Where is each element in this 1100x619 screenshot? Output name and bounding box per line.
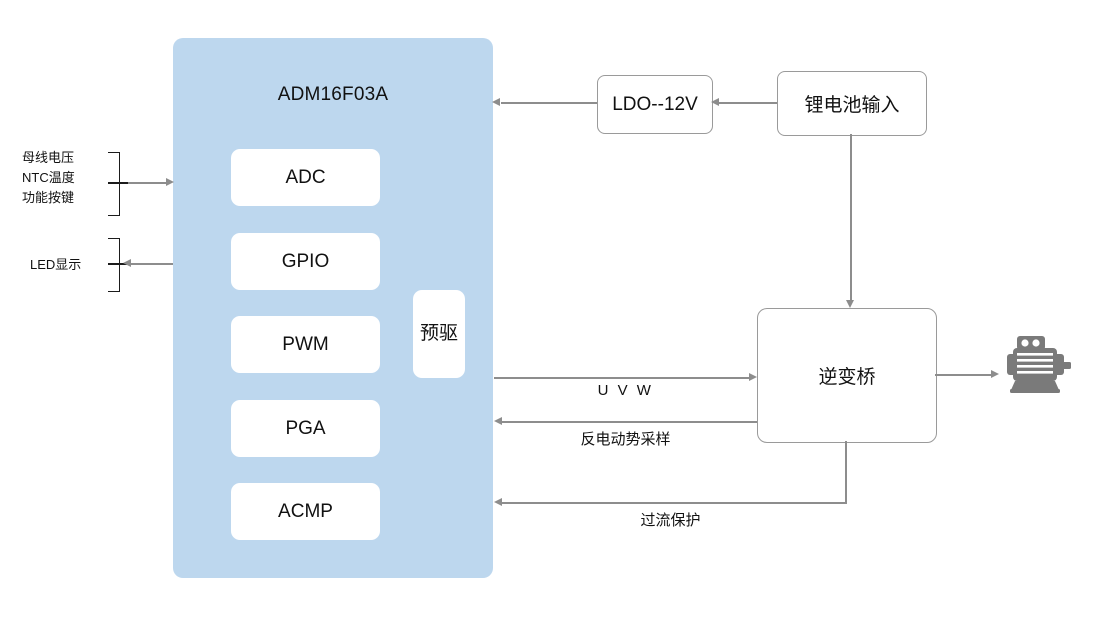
peripheral-block-pwm[interactable]: PWM <box>231 316 380 373</box>
inverter-bridge-block[interactable]: 逆变桥 <box>757 308 937 443</box>
edge-label-uvw: U V W <box>597 382 654 399</box>
edge-ldo-to-mcu-arrowhead <box>492 98 500 106</box>
edge-uvw <box>494 377 749 379</box>
io-input-line <box>128 182 166 184</box>
peripheral-block-adc[interactable]: ADC <box>231 149 380 206</box>
motor-icon <box>1007 336 1071 393</box>
edge-battery-to-bridge <box>850 134 852 300</box>
edge-ocp-horizontal <box>502 502 847 504</box>
io-output-arrowhead <box>123 259 131 267</box>
io-output-stub <box>108 263 130 265</box>
edge-ocp-arrowhead <box>494 498 502 506</box>
edge-battery-to-bridge-arrowhead <box>846 300 854 308</box>
peripheral-block-gpio[interactable]: GPIO <box>231 233 380 290</box>
ldo-block[interactable]: LDO--12V <box>597 75 713 134</box>
edge-battery-to-ldo <box>719 102 777 104</box>
edge-bridge-to-motor <box>935 374 991 376</box>
io-input-bracket <box>108 152 120 216</box>
edge-label-ocp: 过流保护 <box>640 512 701 529</box>
battery-input-block[interactable]: 锂电池输入 <box>777 71 927 136</box>
edge-bemf <box>502 421 757 423</box>
edge-bemf-arrowhead <box>494 417 502 425</box>
io-input-label: 母线电压 NTC温度 功能按键 <box>22 150 75 206</box>
edge-uvw-arrowhead <box>749 373 757 381</box>
io-input-stub <box>108 182 130 184</box>
io-input-arrowhead <box>166 178 174 186</box>
io-output-line <box>128 263 173 265</box>
edge-label-bemf: 反电动势采样 <box>580 431 671 448</box>
io-output-bracket <box>108 238 120 292</box>
edge-ldo-to-mcu <box>501 102 597 104</box>
edge-bridge-to-motor-arrowhead <box>991 370 999 378</box>
edge-ocp-vertical <box>845 441 847 503</box>
peripheral-block-acmp[interactable]: ACMP <box>231 483 380 540</box>
peripheral-block-pga[interactable]: PGA <box>231 400 380 457</box>
io-output-label: LED显示 <box>30 257 82 272</box>
edge-battery-to-ldo-arrowhead <box>711 98 719 106</box>
mcu-title: ADM16F03A <box>277 84 389 105</box>
predriver-block[interactable]: 预驱 <box>413 290 465 378</box>
